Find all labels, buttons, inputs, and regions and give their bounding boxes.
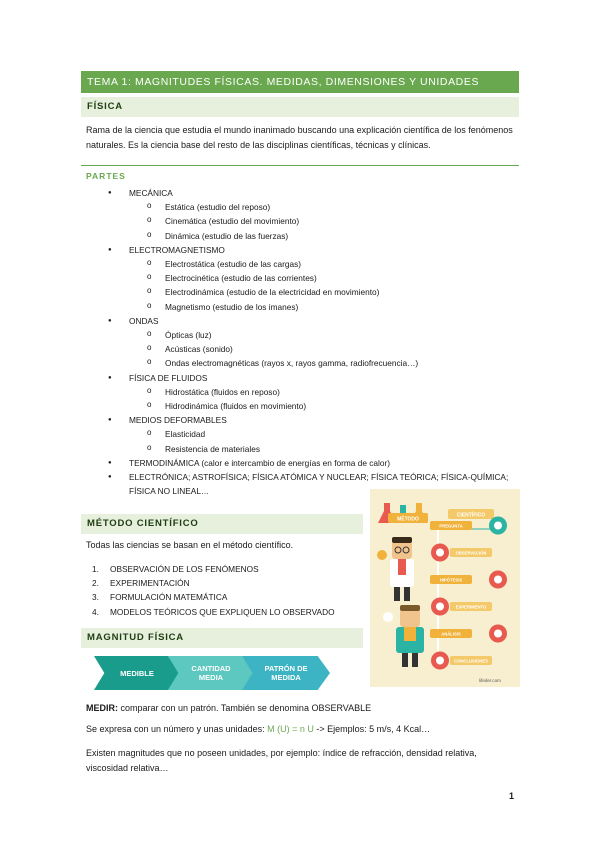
infographic-step-label: CONCLUSIONES [454,659,488,664]
partes-sublist: Estática (estudio del reposo)Cinemática … [129,199,516,243]
chevron-patron-medida: PATRÓN DE MEDIDA [242,656,330,690]
metodo-step-number: 2. [92,578,99,589]
scientific-method-infographic: MÉTODO CIENTÍFICO PREGUNTA OBSERVACIÓN HIP… [370,489,520,687]
partes-heading: PARTES [86,171,126,181]
metodo-intro: Todas las ciencias se basan en el método… [86,540,294,550]
metodo-step-number: 1. [92,564,99,574]
expresa-pre: Se expresa con un número y unas unidades… [86,724,268,734]
fisica-definition: Rama de la ciencia que estudia el mundo … [86,125,513,150]
chevron-cantidad-media-label: CANTIDAD MEDIA [191,664,231,682]
chevron-patron-medida-label: PATRÓN DE MEDIDA [264,664,308,682]
partes-item: MECÁNICAEstática (estudio del reposo)Cin… [86,186,516,243]
section-heading-fisica: FÍSICA [81,97,519,117]
partes-item: ONDASÓpticas (luz)Acústicas (sonido)Onda… [86,314,516,371]
metodo-step: 1. OBSERVACIÓN DE LOS FENÓMENOS [86,562,376,576]
infographic-step-icon-center [494,629,502,638]
infographic-step-icon-center [494,575,502,584]
chevron-cantidad-media: CANTIDAD MEDIA [168,656,254,690]
partes-sublist: Hidrostática (fluidos en reposo)Hidrodin… [129,384,516,413]
partes-subitem: Estática (estudio del reposo) [129,199,516,214]
partes-item-label: MECÁNICA [129,188,173,198]
partes-subitem: Acústicas (sonido) [129,341,516,356]
medir-text: comparar con un patrón. También se denom… [118,703,372,713]
partes-item: TERMODINÁMICA (calor e intercambio de en… [86,456,516,470]
partes-subitem: Ondas electromagnéticas (rayos x, rayos … [129,355,516,370]
metodo-step-text: OBSERVACIÓN DE LOS FENÓMENOS [110,564,259,574]
infographic-step-label: HIPÓTESIS [440,578,463,583]
page-title: TEMA 1: MAGNITUDES FÍSICAS. MEDIDAS, DIM… [81,71,519,93]
divider [81,165,519,166]
partes-item-label: TERMODINÁMICA (calor e intercambio de en… [129,457,390,468]
partes-subitem: Magnetismo (estudio de los imanes) [129,299,516,314]
infographic-step-icon-center [436,602,444,611]
chevron-medible-label: MEDIBLE [120,668,154,678]
infographic-step-label: ANÁLISIS [441,632,461,637]
partes-item-label: FÍSICA DE FLUIDOS [129,372,208,383]
infographic-step-pill [430,575,472,584]
partes-subitem: Hidrodinámica (fluidos en movimiento) [129,398,516,413]
infographic-step-pill [430,629,472,638]
partes-sublist: Ópticas (luz)Acústicas (sonido)Ondas ele… [129,327,516,371]
partes-subitem: Elasticidad [129,426,516,441]
partes-item: FÍSICA DE FLUIDOSHidrostática (fluidos e… [86,371,516,414]
section-heading-metodo: MÉTODO CIENTÍFICO [81,514,363,534]
medir-label: MEDIR: [86,703,118,713]
metodo-step-number: 3. [92,592,99,603]
infographic-step-label: OBSERVACIÓN [456,551,487,556]
partes-subitem: Resistencia de materiales [129,441,516,456]
metodo-step-number: 4. [92,606,99,617]
partes-item-label: ONDAS [129,315,159,326]
infographic-step-icon-center [436,548,444,557]
expresa-line: Se expresa con un número y unas unidades… [86,722,516,737]
metodo-step: 4. MODELOS TEÓRICOS QUE EXPLIQUEN LO OBSE… [86,605,376,619]
expresa-formula: M (U) = n U [267,724,314,734]
partes-item: ELECTROMAGNETISMOElectrostática (estudio… [86,243,516,314]
metodo-steps: 1. OBSERVACIÓN DE LOS FENÓMENOS 2. EXPERIME… [86,562,376,619]
partes-subitem: Cinemática (estudio del movimiento) [129,213,516,228]
infographic-step-icon-center [494,521,502,530]
chevron-medible: MEDIBLE [94,656,180,690]
partes-item-label: ELECTRÓNICA; ASTROFÍSICA; FÍSICA ATÓMICA… [129,472,509,497]
partes-subitem: Electrocinética (estudio de las corrient… [129,270,516,285]
page-number: 1 [509,791,515,801]
metodo-step: 2. EXPERIMENTACIÓN [86,576,376,590]
infographic-step-pill [450,602,492,611]
partes-item: MEDIOS DEFORMABLESElasticidadResistencia… [86,413,516,456]
partes-sublist: ElasticidadResistencia de materiales [129,426,516,456]
partes-subitem: Electrodinámica (estudio de la electrici… [129,284,516,299]
section-heading-magnitud: MAGNITUD FÍSICA [81,628,363,648]
partes-subitem: Ópticas (luz) [129,327,516,342]
metodo-step-text: FORMULACIÓN MATEMÁTICA [110,592,228,603]
partes-item-label: ELECTROMAGNETISMO [129,244,225,255]
partes-subitem: Dinámica (estudio de las fuerzas) [129,228,516,243]
partes-subitem: Electrostática (estudio de las cargas) [129,256,516,271]
medir-definition: MEDIR: comparar con un patrón. También s… [86,701,516,716]
sin-unidades-text: Existen magnitudes que no poseen unidade… [86,748,477,773]
partes-sublist: Electrostática (estudio de las cargas)El… [129,256,516,314]
infographic-illustration: MÉTODO CIENTÍFICO PREGUNTA OBSERVACIÓN HIP… [377,503,507,683]
infographic-step-icon-center [436,656,444,665]
metodo-step-text: MODELOS TEÓRICOS QUE EXPLIQUEN LO OBSERV… [110,606,335,617]
infographic-step-label: EXPERIMENTO [456,605,487,610]
partes-item: ELECTRÓNICA; ASTROFÍSICA; FÍSICA ATÓMICA… [86,470,516,498]
infographic-step-pill [450,548,492,557]
partes-list: MECÁNICAEstática (estudio del reposo)Cin… [86,186,516,498]
metodo-step-text: EXPERIMENTACIÓN [110,578,190,589]
infographic-step-pill [430,521,472,530]
infographic-step-pill [450,656,492,665]
partes-subitem: Hidrostática (fluidos en reposo) [129,384,516,399]
infographic-credit: lifeder.com [479,678,501,683]
partes-item-label: MEDIOS DEFORMABLES [129,415,227,426]
infographic-header-left: MÉTODO [397,515,419,523]
infographic-header-right: CIENTÍFICO [457,511,485,519]
metodo-step: 3. FORMULACIÓN MATEMÁTICA [86,590,376,604]
expresa-post: -> Ejemplos: 5 m/s, 4 Kcal… [313,724,431,734]
infographic-step-label: PREGUNTA [439,524,462,529]
